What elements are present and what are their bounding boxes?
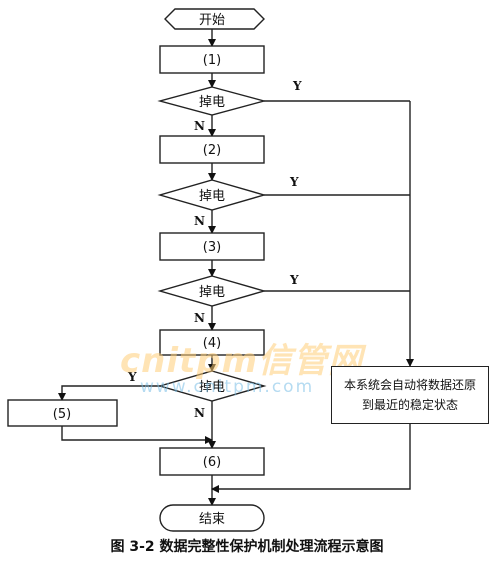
yes-label-1: Y <box>292 79 302 93</box>
yes-label-2: Y <box>289 175 299 189</box>
end-label: 结束 <box>199 512 225 527</box>
decision-4-label: 掉电 <box>199 380 225 395</box>
step-5-box <box>7 399 118 427</box>
no-label-2: N <box>194 214 205 228</box>
no-label-3: N <box>194 311 205 325</box>
figure-caption: 图 3-2 数据完整性保护机制处理流程示意图 <box>110 539 384 555</box>
step-5-label: (5) <box>53 407 71 422</box>
step-4-label: (4) <box>203 336 221 351</box>
step-6-label: (6) <box>203 455 221 470</box>
no-label-4: N <box>194 406 205 420</box>
recovery-line-2: 到最近的稳定状态 <box>361 398 458 412</box>
step-2-box <box>159 135 265 164</box>
step-2-label: (2) <box>203 143 221 158</box>
decision-3-label: 掉电 <box>199 285 225 300</box>
yes-label-3: Y <box>289 273 299 287</box>
start-terminator <box>164 8 265 30</box>
step-3-label: (3) <box>203 240 221 255</box>
start-label: 开始 <box>199 13 225 28</box>
step-6-box <box>159 447 265 476</box>
recovery-line-1: 本系统会自动将数据还原 <box>343 378 476 392</box>
watermark-brand: cnitpm信管网 <box>120 341 364 381</box>
watermark-url: www.cnitpm.com <box>140 377 315 397</box>
step-1-label: (1) <box>203 53 221 68</box>
no-label-1: N <box>194 119 205 133</box>
decision-2-label: 掉电 <box>199 189 225 204</box>
step-3-box <box>159 232 265 261</box>
yes-label-4: Y <box>127 370 137 384</box>
step-1-box <box>159 45 265 74</box>
recovery-box: 本系统会自动将数据还原 到最近的稳定状态 <box>331 366 489 424</box>
decision-1-label: 掉电 <box>199 95 225 110</box>
end-terminator <box>159 504 265 532</box>
